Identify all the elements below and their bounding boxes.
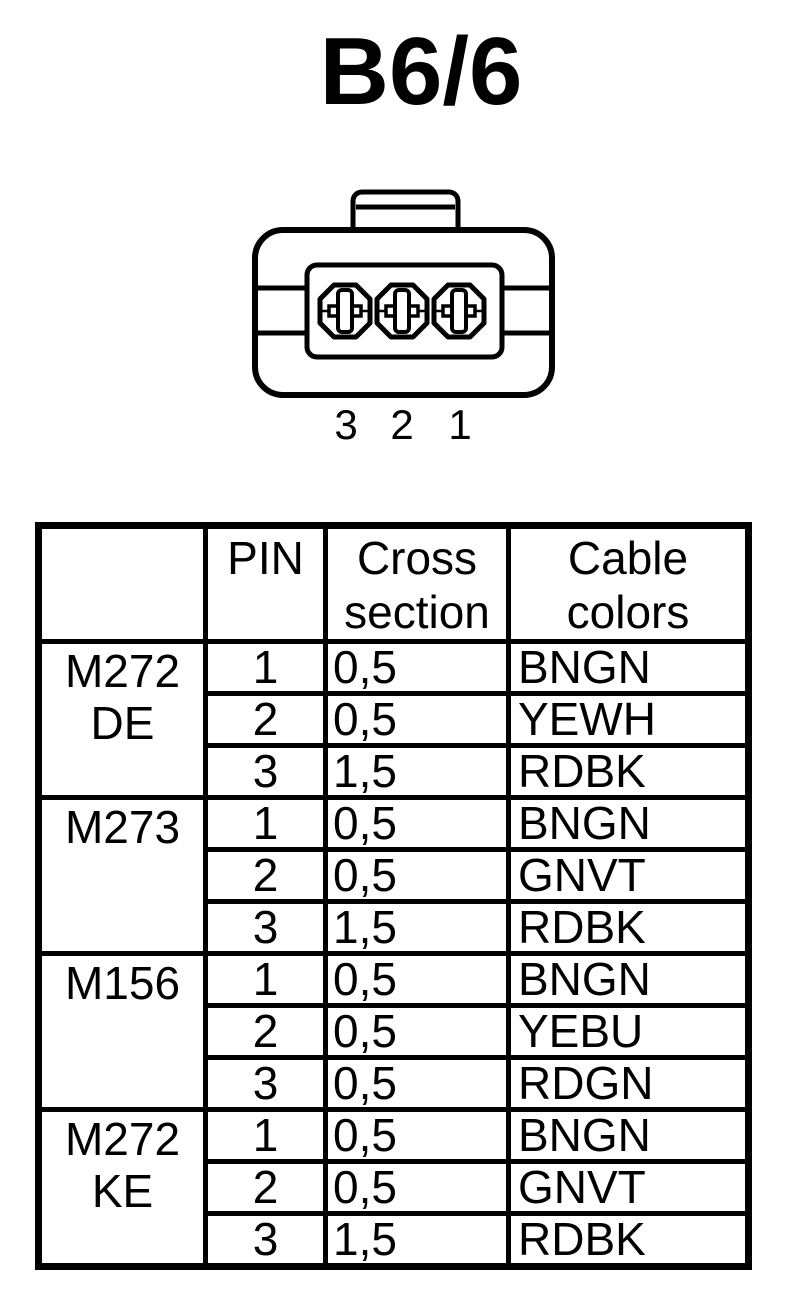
cross-section-cell: 0,5 [323, 691, 511, 748]
cable-color-cell: YEWH [506, 691, 751, 748]
table-row: 2 0,5 YEWH [39, 691, 751, 748]
engine-cell-m156: M156 [36, 951, 208, 1112]
engine-label-line1: M272 [64, 645, 181, 698]
table-row: 3 1,5 RDBK [39, 743, 751, 800]
engine-cell-m272ke: M272 KE [36, 1107, 208, 1269]
table-row: M156 1 0,5 BNGN [36, 951, 751, 1112]
cable-color-cell: BNGN [506, 639, 751, 696]
cable-color-cell: RDBK [506, 899, 751, 956]
cable-color-cell: RDBK [506, 1211, 751, 1269]
cable-color-cell: GNVT [506, 1159, 751, 1216]
pin-cell: 3 [203, 1055, 328, 1112]
pin-number-label-3: 3 [334, 401, 357, 448]
cable-color-cell: BNGN [506, 951, 751, 1008]
table-row: 2 0,5 GNVT [39, 1159, 751, 1216]
pin-number-label-1: 1 [448, 401, 471, 448]
cross-section-cell: 0,5 [323, 1003, 511, 1060]
header-cross-label-line1: Cross [356, 532, 478, 584]
connector-pin-2 [374, 282, 430, 340]
cross-section-cell: 0,5 [323, 951, 511, 1008]
cross-section-cell: 0,5 [323, 1055, 511, 1112]
table-row: M272 DE 1 0,5 BNGN [36, 639, 751, 800]
table-header-row: PIN Cross section Cable colors [36, 523, 751, 644]
cable-color-cell: BNGN [506, 795, 751, 852]
cable-color-cell: YEBU [506, 1003, 751, 1060]
pin-cell: 1 [203, 639, 328, 696]
header-cross-label-line2: section [344, 586, 490, 638]
page-title: B6/6 [319, 18, 523, 125]
cross-section-cell: 0,5 [323, 639, 511, 696]
engine-label-line2: DE [90, 697, 155, 749]
header-cross-section-cell: Cross section [323, 523, 511, 644]
cross-section-cell: 1,5 [323, 1211, 511, 1269]
pin-cell: 2 [203, 847, 328, 904]
cross-section-cell: 0,5 [323, 795, 511, 852]
connector-pin-3 [317, 282, 373, 340]
engine-label-line1: M272 [64, 1113, 181, 1166]
cable-color-cell: RDGN [506, 1055, 751, 1112]
pin-cell: 3 [203, 1211, 328, 1269]
pin-cell: 2 [203, 1003, 328, 1060]
pin-number-label-2: 2 [390, 401, 413, 448]
connector-pin-1 [431, 282, 487, 340]
engine-label-line1: M273 [64, 801, 181, 854]
table-row: 3 0,5 RDGN [39, 1055, 751, 1112]
header-cable-colors-cell: Cable colors [506, 523, 751, 644]
header-engine-cell [36, 523, 208, 644]
pin-cell: 3 [203, 743, 328, 800]
cross-section-cell: 1,5 [323, 899, 511, 956]
header-cable-label-line2: colors [566, 586, 690, 638]
engine-cell-m273: M273 [36, 795, 208, 956]
pin-cell: 2 [203, 1159, 328, 1216]
cross-section-cell: 0,5 [323, 847, 511, 904]
table-row: 3 1,5 RDBK [39, 899, 751, 956]
connector-drawing: 3 2 1 [252, 189, 555, 448]
table-row: M272 KE 1 0,5 BNGN [36, 1107, 751, 1269]
cross-section-cell: 0,5 [323, 1159, 511, 1216]
header-pin-label: PIN [227, 532, 304, 584]
table-row: 2 0,5 YEBU [39, 1003, 751, 1060]
pin-cell: 1 [203, 951, 328, 1008]
pinout-table: PIN Cross section Cable colors M272 DE 1… [35, 522, 752, 1270]
header-pin-cell: PIN [203, 523, 328, 644]
pin-cell: 3 [203, 899, 328, 956]
header-cable-label-line1: Cable [567, 532, 689, 584]
connector-side-slots [258, 285, 549, 336]
connector-diagram: 3 2 1 [250, 185, 560, 455]
engine-cell-m272de: M272 DE [36, 639, 208, 800]
cross-section-cell: 0,5 [323, 1107, 511, 1164]
cable-color-cell: RDBK [506, 743, 751, 800]
table-row: M273 1 0,5 BNGN [36, 795, 751, 956]
pin-cell: 1 [203, 1107, 328, 1164]
engine-label-line2: KE [91, 1165, 154, 1217]
table-row: 2 0,5 GNVT [39, 847, 751, 904]
cable-color-cell: GNVT [506, 847, 751, 904]
pin-cell: 1 [203, 795, 328, 852]
cable-color-cell: BNGN [506, 1107, 751, 1164]
table-row: 3 1,5 RDBK [39, 1211, 751, 1269]
engine-label-line1: M156 [64, 957, 181, 1010]
pin-cell: 2 [203, 691, 328, 748]
cross-section-cell: 1,5 [323, 743, 511, 800]
